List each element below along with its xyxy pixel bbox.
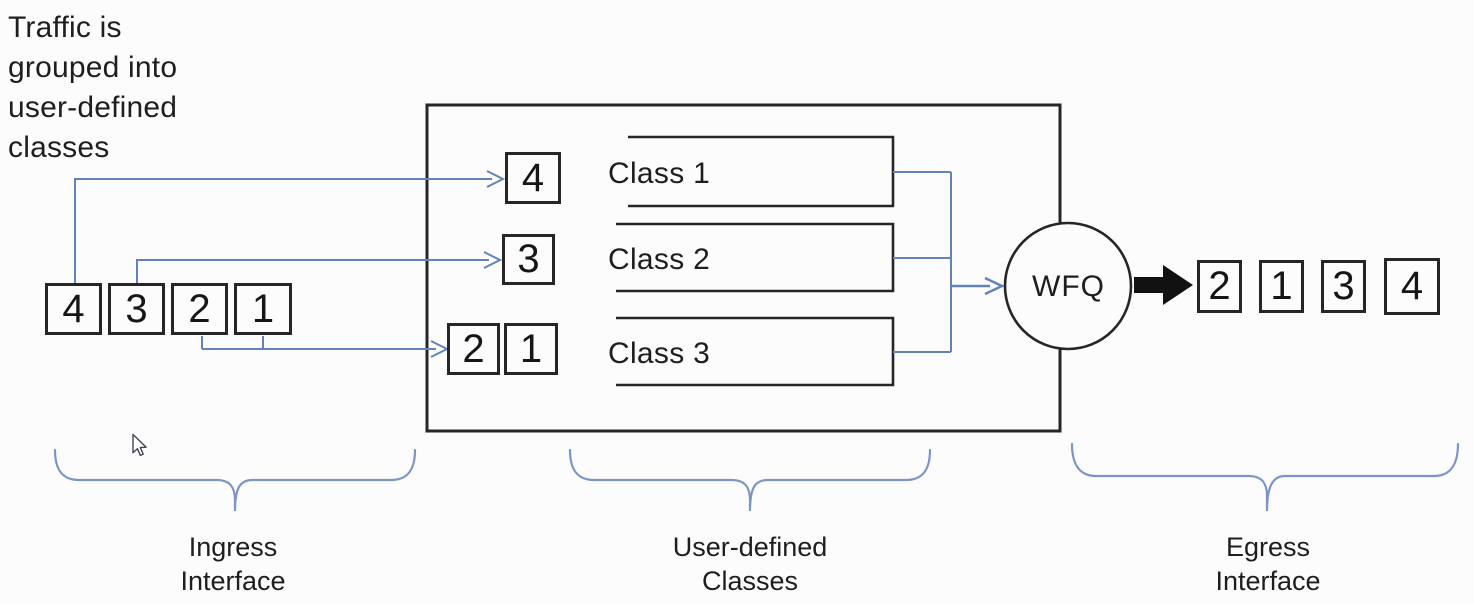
queue-label-class2: Class 2 (608, 243, 711, 276)
flow-arrowhead-packet3 (483, 251, 503, 269)
class1-packet-box-4: 4 (505, 152, 561, 204)
flow-line-packet3 (136, 259, 489, 284)
class3-packet-box-1: 1 (504, 323, 558, 375)
queue-label-class1: Class 1 (608, 157, 711, 190)
collector-to-wfq-arrowhead (984, 276, 1005, 296)
egress-packet-box-3: 3 (1321, 260, 1366, 313)
wfq-scheduler-circle (1003, 221, 1133, 351)
classes-brace (568, 448, 932, 512)
egress-interface-label: Egress Interface (1215, 532, 1321, 596)
ingress-packet-box-3: 3 (108, 283, 165, 335)
ingress-packet-box-4: 4 (45, 283, 102, 335)
egress-packet-box-4: 4 (1384, 258, 1440, 315)
flow-line-packets21 (201, 336, 436, 350)
mouse-cursor-icon (132, 433, 147, 457)
class3-packet-box-2: 2 (447, 323, 500, 375)
egress-brace (1070, 442, 1460, 512)
queue-collector-lines (893, 171, 952, 353)
egress-packet-box-1: 1 (1259, 260, 1304, 313)
ingress-packet-box-2: 2 (171, 283, 228, 335)
egress-packet-box-2: 2 (1197, 260, 1242, 313)
ingress-brace (53, 448, 417, 512)
egress-output-arrow-icon (1134, 265, 1193, 305)
flow-line-packet4 (74, 178, 492, 284)
queue-label-class3: Class 3 (608, 337, 711, 370)
annotation-note: Traffic is grouped into user-defined cla… (8, 11, 178, 164)
class2-packet-box-3: 3 (502, 234, 555, 285)
ingress-packet-box-1: 1 (234, 283, 292, 335)
user-defined-classes-label: User-defined Classes (672, 532, 828, 596)
flow-arrowhead-packet4 (486, 170, 506, 188)
ingress-interface-label: Ingress Interface (180, 532, 286, 596)
wfq-scheduler-label: WFQ (1032, 270, 1105, 303)
